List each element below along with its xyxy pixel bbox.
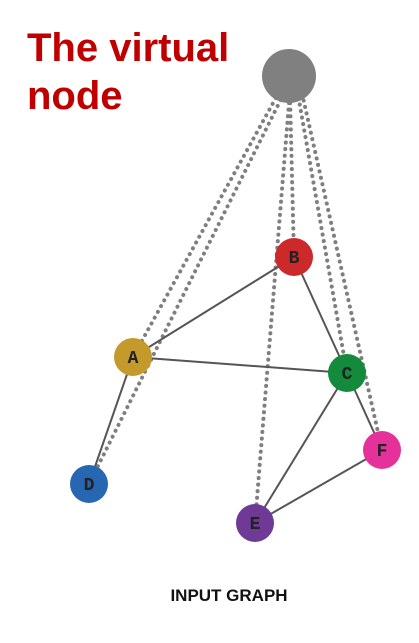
- node-circle: [328, 354, 366, 392]
- node-c: C: [328, 354, 366, 392]
- node-circle: [275, 238, 313, 276]
- graph-nodes: A B C D E F: [70, 49, 401, 542]
- edge-a-b: [132, 256, 295, 358]
- node-circle: [363, 431, 401, 469]
- node-label: F: [377, 442, 388, 462]
- virtual-edge-b: [288, 101, 296, 259]
- virtual-node-circle: [262, 49, 316, 103]
- graph-caption: INPUT GRAPH: [170, 586, 288, 605]
- virtual-edge-d: [87, 98, 283, 486]
- node-label: E: [250, 515, 261, 535]
- edge-e-f: [254, 449, 383, 524]
- graph-edges: [88, 256, 383, 524]
- node-d: D: [70, 465, 108, 503]
- virtual-edge-a: [131, 96, 278, 359]
- node-b: B: [275, 238, 313, 276]
- virtual-edges: [87, 92, 384, 525]
- virtual-edge-c: [296, 96, 349, 375]
- node-a: A: [114, 338, 152, 376]
- edge-b-c: [293, 256, 348, 374]
- node-label: A: [128, 349, 139, 369]
- node-circle: [70, 465, 108, 503]
- node-circle: [236, 504, 274, 542]
- virtual-edge-f: [300, 92, 384, 452]
- virtual-node: [262, 49, 316, 103]
- node-label: D: [84, 476, 95, 496]
- diagram-title: The virtual node: [27, 26, 230, 118]
- node-e: E: [236, 504, 274, 542]
- node-circle: [114, 338, 152, 376]
- node-label: B: [289, 249, 300, 269]
- node-label: C: [342, 365, 353, 385]
- edge-a-c: [132, 356, 348, 374]
- edge-c-e: [254, 372, 348, 524]
- node-f: F: [363, 431, 401, 469]
- edge-a-d: [88, 356, 134, 485]
- virtual-edge-e: [253, 101, 291, 525]
